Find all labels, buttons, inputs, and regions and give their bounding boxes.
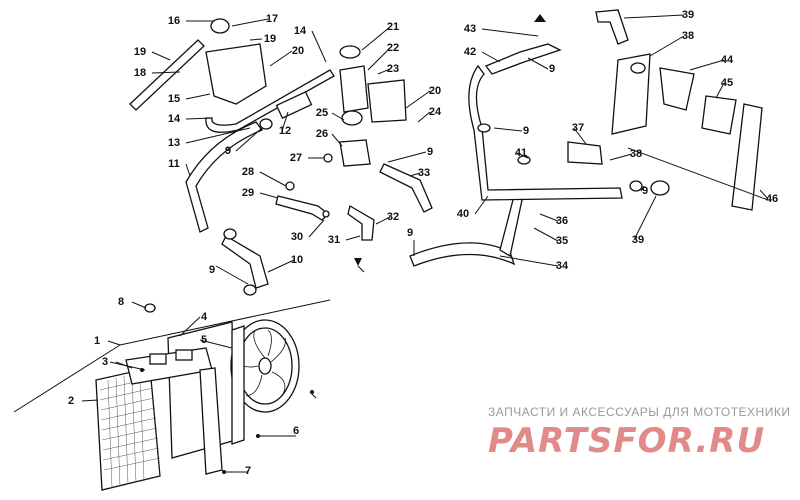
callout-24: 24 [429, 106, 442, 118]
thermostat-assembly [275, 45, 433, 241]
callout-36: 36 [556, 215, 568, 227]
callout-17: 17 [266, 13, 278, 25]
callout-15: 15 [168, 93, 180, 105]
callout-14: 14 [294, 25, 307, 37]
callout-39: 39 [682, 9, 694, 21]
callout-27: 27 [290, 152, 302, 164]
callout-12: 12 [279, 125, 291, 137]
callout-25: 25 [316, 107, 328, 119]
callout-8: 8 [118, 296, 124, 308]
callout-35: 35 [556, 235, 568, 247]
callout-28: 28 [242, 166, 254, 178]
callout-9: 9 [427, 146, 433, 158]
callout-19: 19 [264, 33, 276, 45]
callout-42: 42 [464, 46, 476, 58]
callout-23: 23 [387, 63, 399, 75]
callout-18: 18 [134, 67, 146, 79]
callout-22: 22 [387, 42, 399, 54]
radiator-cap [144, 303, 156, 313]
callout-11: 11 [168, 158, 180, 170]
watermark-brand: PARTSFOR.RU [488, 421, 765, 461]
callout-44: 44 [721, 54, 734, 66]
callout-40: 40 [457, 208, 469, 220]
callout-16: 16 [168, 15, 180, 27]
callout-31: 31 [328, 234, 340, 246]
callout-9: 9 [225, 145, 231, 157]
callout-38: 38 [682, 30, 694, 42]
callout-45: 45 [721, 77, 733, 89]
callout-37: 37 [572, 122, 584, 134]
callout-9: 9 [209, 264, 215, 276]
overflow-tank-assembly [129, 18, 335, 296]
callout-32: 32 [387, 211, 399, 223]
callout-6: 6 [293, 425, 299, 437]
callout-29: 29 [242, 187, 254, 199]
callout-41: 41 [515, 147, 527, 159]
callout-20: 20 [292, 45, 304, 57]
callout-39: 39 [632, 234, 644, 246]
callout-19: 19 [134, 46, 146, 58]
callout-33: 33 [418, 167, 430, 179]
callout-5: 5 [201, 334, 207, 346]
callout-3: 3 [102, 356, 108, 368]
callout-7: 7 [245, 465, 251, 477]
callout-26: 26 [316, 128, 328, 140]
callout-38: 38 [630, 148, 642, 160]
callout-20: 20 [429, 85, 441, 97]
callout-2: 2 [68, 395, 74, 407]
callout-9: 9 [642, 185, 648, 197]
leader-lines [81, 14, 769, 402]
callout-1: 1 [94, 335, 100, 347]
callout-9: 9 [523, 125, 529, 137]
callout-34: 34 [556, 260, 569, 272]
callout-10: 10 [291, 254, 303, 266]
callout-4: 4 [201, 311, 208, 323]
callout-14: 14 [168, 113, 181, 125]
overflow-tank [205, 43, 267, 105]
callout-13: 13 [168, 137, 180, 149]
callout-21: 21 [387, 21, 399, 33]
callout-30: 30 [291, 231, 303, 243]
coolant-hoses [409, 9, 670, 267]
callout-46: 46 [766, 193, 778, 205]
mounting-bracket [611, 53, 769, 211]
callout-9: 9 [407, 227, 413, 239]
callout-43: 43 [464, 23, 476, 35]
tank-cap [210, 18, 230, 34]
watermark-tagline: ЗАПЧАСТИ И АКСЕССУАРЫ ДЛЯ МОТОТЕХНИКИ [488, 405, 790, 419]
radiator-assembly [13, 299, 331, 491]
callout-9: 9 [549, 63, 555, 75]
